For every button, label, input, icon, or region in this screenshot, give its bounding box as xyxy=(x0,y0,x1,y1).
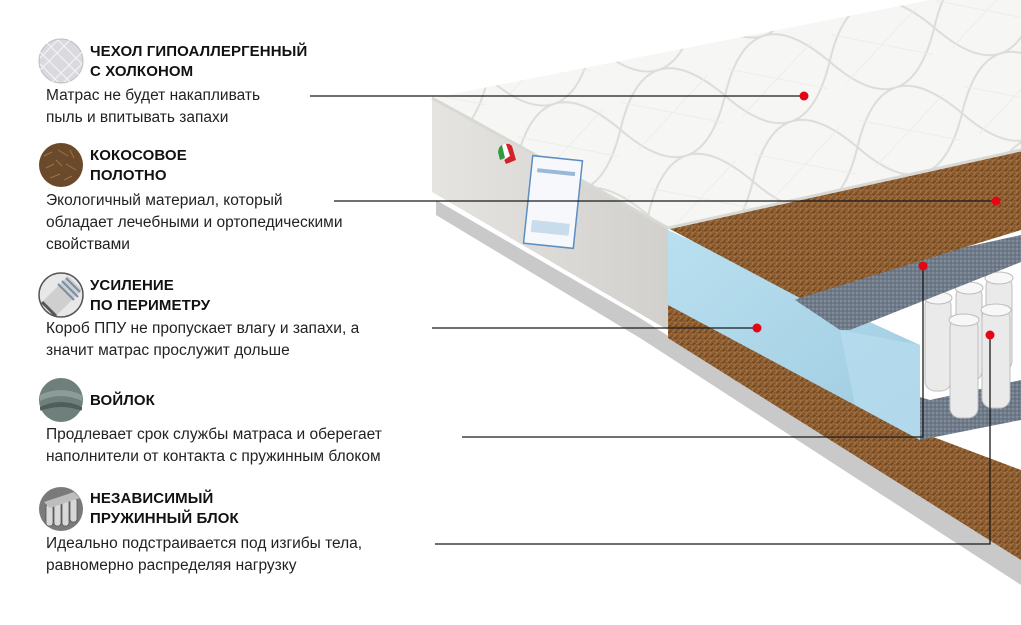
leader-lines xyxy=(310,95,996,545)
feature-description: Продлевает срок службы матраса и оберега… xyxy=(46,426,382,465)
product-label-tag xyxy=(522,154,584,250)
flag-tag xyxy=(498,143,516,164)
coconut-coir-icon xyxy=(38,142,84,188)
pocket-springs-icon xyxy=(38,486,84,532)
coconut-layer xyxy=(668,150,1021,298)
feature-description: Короб ППУ не пропускает влагу и запахи, … xyxy=(46,320,360,359)
perimeter-reinforcement-icon xyxy=(38,272,84,318)
felt-layer-icon xyxy=(38,377,84,423)
quilted-cover-icon xyxy=(38,38,84,84)
feature-title: ВОЙЛОК xyxy=(90,392,155,409)
feature-description: Идеально подстраивается под изгибы тела,… xyxy=(46,535,363,574)
marker-dots xyxy=(752,91,1001,340)
